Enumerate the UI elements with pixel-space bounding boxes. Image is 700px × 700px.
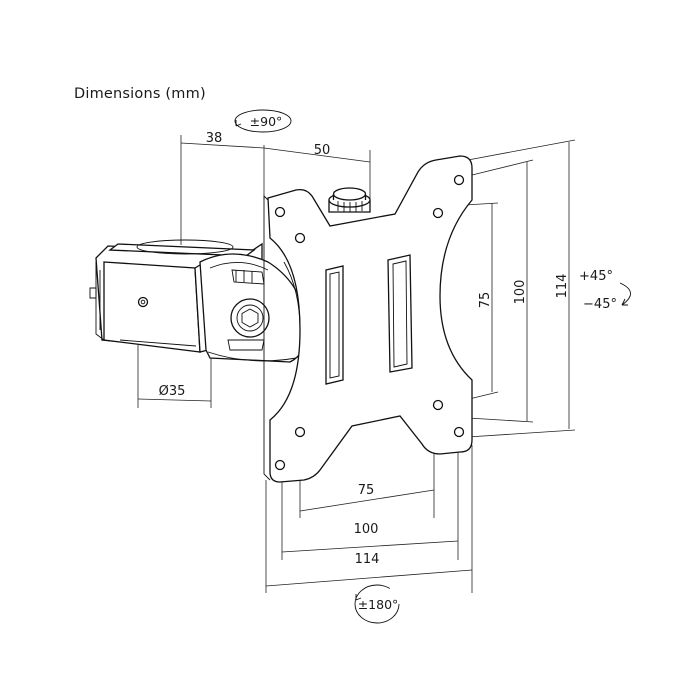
rotation-rotate-label: ±180°	[358, 597, 399, 612]
tilt-arrow	[619, 282, 631, 306]
dim-vesa-v-100: 100	[513, 280, 528, 305]
dim-vesa-h-75: 75	[358, 483, 375, 498]
rotation-tilt-down-label: −45°	[583, 297, 617, 312]
dim-pole-diameter: Ø35	[159, 384, 186, 399]
swivel-knob	[328, 187, 371, 213]
dimension-lines	[137, 135, 576, 593]
dim-vesa-v-114: 114	[555, 274, 570, 299]
swivel-arrow	[234, 109, 292, 133]
dim-vesa-v-75: 75	[478, 292, 493, 309]
rotation-tilt-up-label: +45°	[579, 269, 613, 284]
rotate-arrow	[354, 584, 400, 624]
dim-offset-38: 38	[206, 131, 223, 146]
vesa-plate	[263, 155, 473, 483]
dim-depth-50: 50	[314, 143, 331, 158]
rotation-swivel-label: ±90°	[250, 114, 283, 129]
dim-vesa-h-114: 114	[355, 552, 380, 567]
tilt-joint	[199, 253, 308, 363]
diagram-title: Dimensions (mm)	[74, 86, 206, 102]
pole-clamp	[89, 239, 263, 353]
dim-vesa-h-100: 100	[354, 522, 379, 537]
